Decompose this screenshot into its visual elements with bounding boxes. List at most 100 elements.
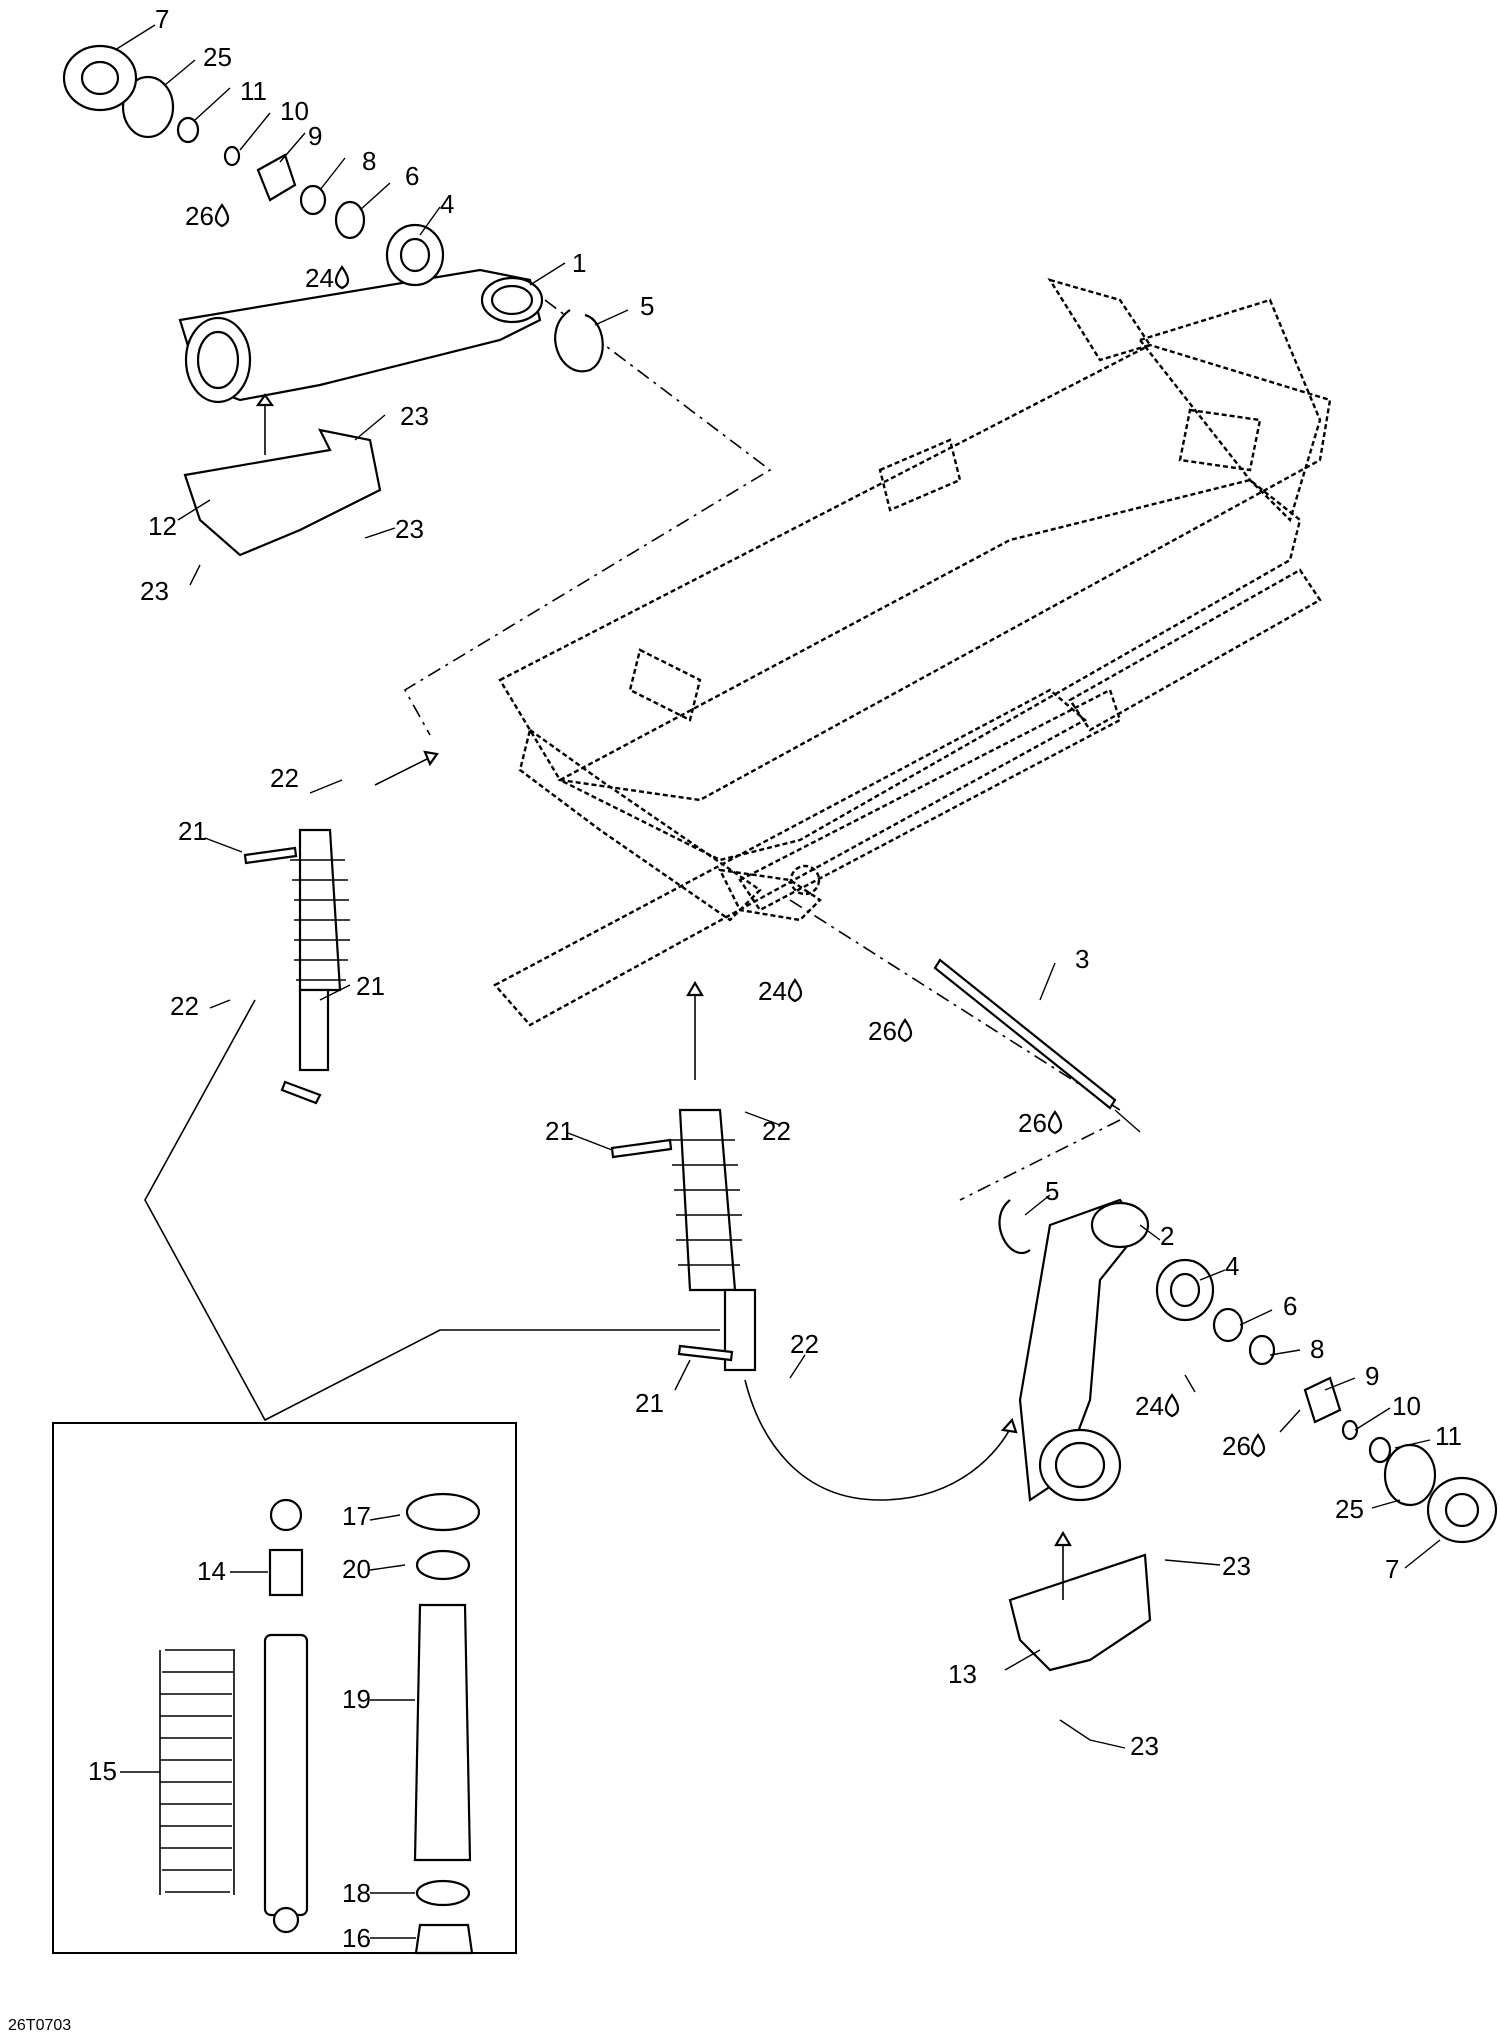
callout-24: 24 [305,263,334,293]
callout-16: 16 [342,1923,371,1953]
alignment-line-shaft [789,899,1121,1111]
callout-21: 21 [356,971,385,1001]
curved-arrow-shock-to-arm [744,1379,1013,1501]
callout-7: 7 [1385,1554,1399,1584]
hub-cap-upper [62,44,138,112]
skid-plate-left [183,428,382,557]
bolt-shock-center-upper [610,1138,673,1159]
callout-7: 7 [155,4,169,34]
callout-6: 6 [405,161,419,191]
swing-arm-right [1018,1198,1150,1502]
callout-17: 17 [342,1501,371,1531]
coil-spring [159,1649,235,1895]
callout-21: 21 [635,1388,664,1418]
arrow-shock-left [374,754,436,786]
callout-26: 26 [185,201,214,231]
o-ring-lower [1383,1443,1437,1507]
callout-2: 2 [1160,1221,1174,1251]
callout-26: 26 [1018,1108,1047,1138]
nut-upper [176,116,200,144]
callout-6: 6 [1283,1291,1297,1321]
grease-drop-icon [1250,1433,1266,1458]
callout-23: 23 [400,401,429,431]
alignment-line-lower [959,1119,1121,1201]
callout-5: 5 [1045,1176,1059,1206]
callout-3: 3 [1075,944,1089,974]
grease-drop-icon [214,203,230,228]
callout-18: 18 [342,1878,371,1908]
callout-23: 23 [1222,1551,1251,1581]
spacer-lower [1212,1307,1244,1343]
callout-8: 8 [362,146,376,176]
drawing-code: 26T0703 [8,2017,71,2034]
callout-22: 22 [762,1116,791,1146]
callout-5: 5 [640,291,654,321]
spacer-upper [334,200,366,240]
pivot-shaft [933,958,1117,1110]
callout-4: 4 [1225,1251,1239,1281]
callout-8: 8 [1310,1334,1324,1364]
bearing-upper [385,223,445,287]
bolt-shock-left-lower [280,1080,322,1105]
adjuster-collar [414,1923,474,1955]
callout-26: 26 [1222,1431,1251,1461]
callout-labels: 7 25 11 10 9 8 6 26 4 24 1 5 23 12 23 23… [88,4,1462,1953]
o-ring-upper [121,75,175,139]
callout-10: 10 [1392,1391,1421,1421]
skid-plate-right [1008,1553,1152,1672]
callout-20: 20 [342,1554,371,1584]
bearing-cap-lower [1303,1376,1342,1424]
callout-25: 25 [203,42,232,72]
callout-15: 15 [88,1756,117,1786]
callout-1: 1 [572,248,586,278]
callout-22: 22 [170,991,199,1021]
alignment-line-upper [403,299,772,736]
callout-19: 19 [342,1684,371,1714]
callout-21: 21 [178,816,207,846]
callout-23: 23 [1130,1731,1159,1761]
grease-drop-icon [787,978,803,1003]
shock-components-inset [52,1422,517,1954]
grease-drop-icon [897,1018,913,1043]
leader-lines [114,24,1441,1939]
callout-23: 23 [395,514,424,544]
spring-seat [415,1549,471,1581]
spring-retainer-top [405,1492,481,1532]
shock-absorber-left [290,828,350,1072]
shock-damper [263,1498,309,1934]
bolt-shock-center-lower [677,1344,734,1362]
shock-assembly-lines [144,999,720,1422]
grease-drop-icon [334,265,350,290]
bearing-cap-upper [256,153,297,202]
callout-23: 23 [140,576,169,606]
grease-drop-icon [1164,1393,1180,1418]
callout-11: 11 [240,76,267,106]
callout-10: 10 [280,96,309,126]
callout-24: 24 [758,976,787,1006]
callout-26: 26 [868,1016,897,1046]
callout-12: 12 [148,511,177,541]
callout-24: 24 [1135,1391,1164,1421]
grease-drop-icons [214,203,1266,1458]
callout-9: 9 [308,121,322,151]
circlip-upper [554,309,604,373]
callout-9: 9 [1365,1361,1379,1391]
callout-14: 14 [197,1556,226,1586]
bump-stop-sleeve [413,1603,472,1862]
nut-lower [1368,1436,1392,1464]
hub-cap-lower [1426,1476,1498,1544]
washer-lower [1341,1419,1359,1441]
seal-lower [1248,1334,1276,1366]
callout-21: 21 [545,1116,574,1146]
callout-22: 22 [790,1329,819,1359]
shock-absorber-center [670,1108,757,1372]
bolt-shock-left-upper [243,846,298,865]
circlip-lower [998,1199,1031,1254]
callout-13: 13 [948,1659,977,1689]
callout-22: 22 [270,763,299,793]
callout-25: 25 [1335,1494,1364,1524]
grease-drop-icon [1047,1110,1063,1135]
vehicle-frame [493,277,1332,1027]
callout-4: 4 [440,189,454,219]
